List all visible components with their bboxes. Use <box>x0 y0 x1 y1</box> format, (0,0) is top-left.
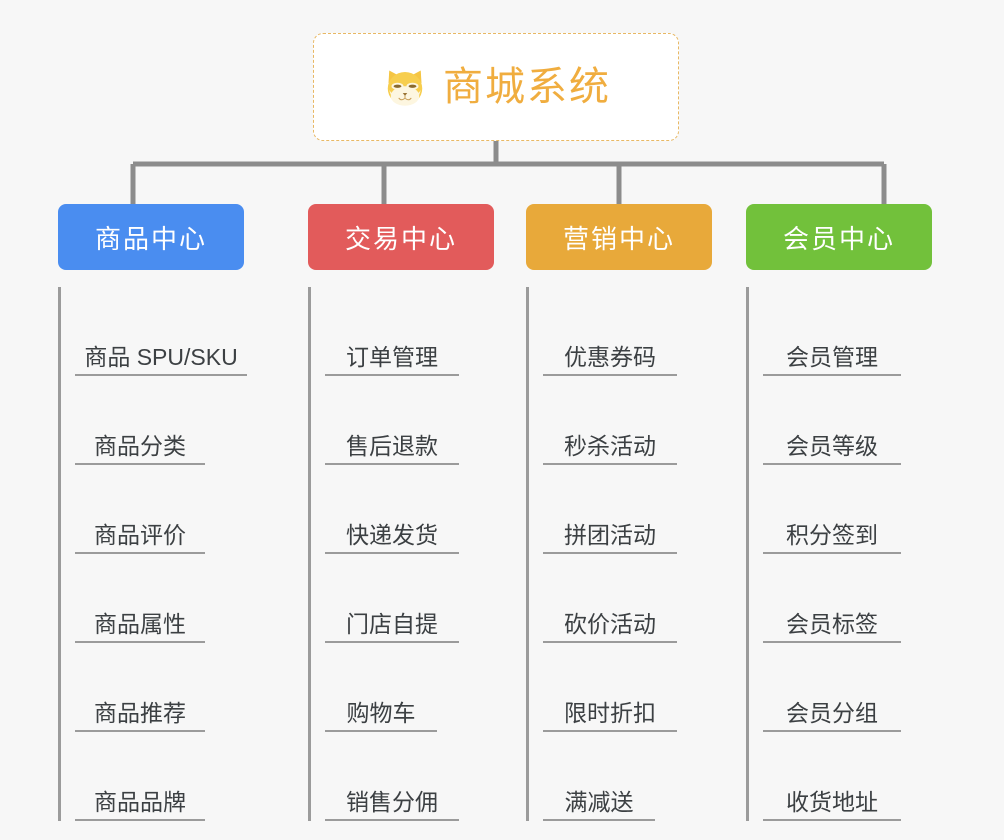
list-item[interactable]: 拼团活动 <box>543 465 677 554</box>
list-item[interactable]: 商品评价 <box>75 465 205 554</box>
list-item[interactable]: 优惠券码 <box>543 287 677 376</box>
list-item-label: 拼团活动 <box>564 521 656 548</box>
branch-header-marketing[interactable]: 营销中心 <box>526 204 712 270</box>
branch-column-trade: 交易中心 订单管理 售后退款 快递发货 门店自提 购物车 销售分佣 <box>308 204 494 821</box>
list-item[interactable]: 会员管理 <box>763 287 901 376</box>
list-item-label: 商品评价 <box>94 521 186 548</box>
shiba-dog-icon <box>381 63 429 111</box>
list-item-label: 优惠券码 <box>564 343 656 370</box>
list-item-label: 收货地址 <box>786 788 878 815</box>
list-item-label: 商品属性 <box>94 610 186 637</box>
list-item[interactable]: 秒杀活动 <box>543 376 677 465</box>
branch-items-marketing: 优惠券码 秒杀活动 拼团活动 砍价活动 限时折扣 满减送 <box>526 287 677 821</box>
branch-items-trade: 订单管理 售后退款 快递发货 门店自提 购物车 销售分佣 <box>308 287 459 821</box>
list-item[interactable]: 商品推荐 <box>75 643 205 732</box>
list-item-label: 秒杀活动 <box>564 432 656 459</box>
list-item-label: 快递发货 <box>346 521 438 548</box>
list-item-label: 会员分组 <box>786 699 878 726</box>
list-item[interactable]: 会员分组 <box>763 643 901 732</box>
list-item[interactable]: 门店自提 <box>325 554 459 643</box>
list-item[interactable]: 限时折扣 <box>543 643 677 732</box>
list-item-label: 满减送 <box>564 788 634 815</box>
list-item-label: 积分签到 <box>786 521 878 548</box>
list-item[interactable]: 购物车 <box>325 643 437 732</box>
list-item-label: 砍价活动 <box>564 610 656 637</box>
list-item[interactable]: 会员标签 <box>763 554 901 643</box>
list-item-label: 购物车 <box>346 699 416 726</box>
list-item[interactable]: 砍价活动 <box>543 554 677 643</box>
list-item[interactable]: 订单管理 <box>325 287 459 376</box>
branch-header-label: 营销中心 <box>562 223 675 254</box>
list-item[interactable]: 积分签到 <box>763 465 901 554</box>
list-item-label: 会员等级 <box>786 432 878 459</box>
list-item-label: 商品推荐 <box>94 699 186 726</box>
list-item[interactable]: 快递发货 <box>325 465 459 554</box>
list-item-label: 售后退款 <box>346 432 438 459</box>
list-item-label: 订单管理 <box>346 343 438 370</box>
list-item[interactable]: 会员等级 <box>763 376 901 465</box>
branch-items-product: 商品 SPU/SKU 商品分类 商品评价 商品属性 商品推荐 商品品牌 <box>58 287 247 821</box>
branch-header-label: 商品中心 <box>94 223 207 254</box>
list-item[interactable]: 商品品牌 <box>75 732 205 821</box>
branch-header-member[interactable]: 会员中心 <box>746 204 932 270</box>
branch-header-trade[interactable]: 交易中心 <box>308 204 494 270</box>
list-item-label: 销售分佣 <box>346 788 438 815</box>
list-item[interactable]: 收货地址 <box>763 732 901 821</box>
root-title: 商城系统 <box>443 65 611 109</box>
branch-column-member: 会员中心 会员管理 会员等级 积分签到 会员标签 会员分组 收货地址 <box>746 204 932 821</box>
list-item[interactable]: 满减送 <box>543 732 655 821</box>
list-item[interactable]: 销售分佣 <box>325 732 459 821</box>
list-item[interactable]: 商品分类 <box>75 376 205 465</box>
branch-column-marketing: 营销中心 优惠券码 秒杀活动 拼团活动 砍价活动 限时折扣 满减送 <box>526 204 712 821</box>
branch-header-label: 会员中心 <box>782 223 895 254</box>
branch-header-product[interactable]: 商品中心 <box>58 204 244 270</box>
branch-items-member: 会员管理 会员等级 积分签到 会员标签 会员分组 收货地址 <box>746 287 901 821</box>
list-item-label: 商品分类 <box>94 432 186 459</box>
branch-column-product: 商品中心 商品 SPU/SKU 商品分类 商品评价 商品属性 商品推荐 商品品牌 <box>58 204 247 821</box>
list-item-label: 限时折扣 <box>564 699 656 726</box>
list-item[interactable]: 商品属性 <box>75 554 205 643</box>
list-item[interactable]: 商品 SPU/SKU <box>75 287 247 376</box>
list-item[interactable]: 售后退款 <box>325 376 459 465</box>
branch-header-label: 交易中心 <box>344 223 457 254</box>
list-item-label: 会员管理 <box>786 343 878 370</box>
list-item-label: 门店自提 <box>346 610 438 637</box>
list-item-label: 商品 SPU/SKU <box>84 343 238 370</box>
list-item-label: 商品品牌 <box>94 788 186 815</box>
root-node[interactable]: 商城系统 <box>313 33 679 141</box>
list-item-label: 会员标签 <box>786 610 878 637</box>
